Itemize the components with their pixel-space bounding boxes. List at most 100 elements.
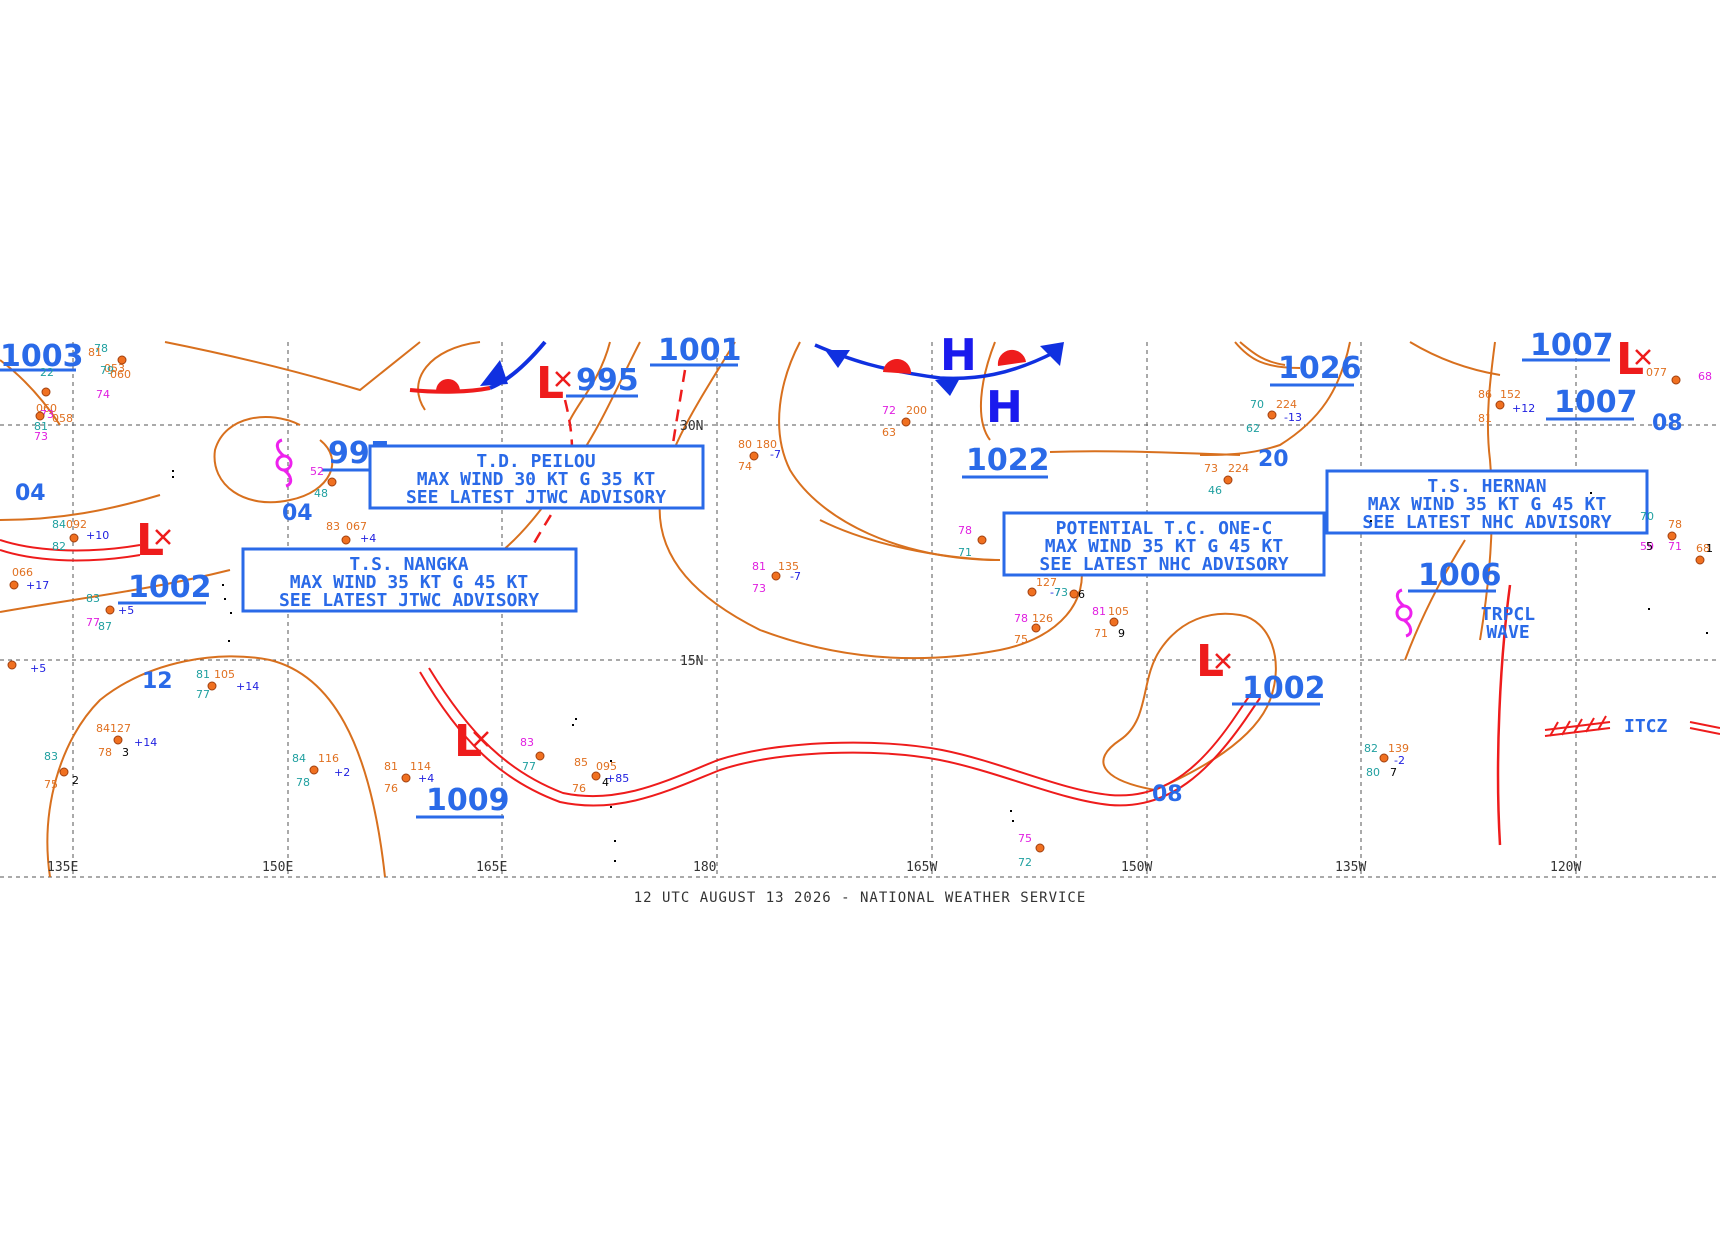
station-value: 81 — [384, 760, 398, 773]
station-marker — [1035, 843, 1045, 853]
station-marker — [1667, 531, 1677, 541]
station-value: 3 — [122, 746, 129, 759]
station-value: 066 — [12, 566, 33, 579]
station-value: 52 — [310, 465, 324, 478]
svg-text:WAVE: WAVE — [1486, 622, 1529, 643]
station-marker — [1223, 475, 1233, 485]
station-value: 83 — [520, 736, 534, 749]
pressure-label: 1002 — [128, 570, 212, 605]
lon-label: 135E — [47, 860, 78, 875]
tropical-cyclone-hernan-icon — [1395, 588, 1413, 638]
low-pressure-centers: L L L L L — [136, 334, 1651, 767]
station-value: 105 — [214, 668, 235, 681]
station-value: 83 — [44, 750, 58, 763]
advisory-box-nangka: T.S. NANGKA MAX WIND 35 KT G 45 KT SEE L… — [241, 547, 578, 613]
station-value: 74 — [96, 388, 110, 401]
station-value: 095 — [596, 760, 617, 773]
station-marker — [1027, 587, 1037, 597]
advisory-box-peilou: T.D. PEILOU MAX WIND 30 KT G 35 KT SEE L… — [368, 444, 705, 510]
station-value: -7 — [770, 448, 781, 461]
station-value: 59 — [1640, 540, 1654, 553]
station-marker — [901, 417, 911, 427]
station-value: 78 — [296, 776, 310, 789]
station-value: 7 — [1390, 766, 1397, 779]
station-marker — [591, 771, 601, 781]
station-value: 116 — [318, 752, 339, 765]
station-value: 76 — [572, 782, 586, 795]
station-value: 5 — [1646, 540, 1653, 553]
longitude-labels: 135E 150E 165E 180 165W 150W 135W 120W — [47, 860, 1581, 875]
station-value: 74 — [738, 460, 752, 473]
station-value: 152 — [1500, 388, 1521, 401]
station-marker — [113, 735, 123, 745]
pressure-label: 1026 — [1278, 351, 1362, 386]
island-dots — [172, 470, 1708, 862]
station-marker — [117, 355, 127, 365]
pressure-label: 1009 — [426, 783, 510, 818]
low-center-1002-east: L — [1196, 636, 1231, 687]
station-marker — [749, 451, 759, 461]
tropical-cyclone-symbols — [275, 438, 1413, 638]
pressure-label-group: 1003 04 04 1002 12 995 995 1001 1009 102… — [0, 328, 1683, 819]
lon-label: 150W — [1121, 860, 1152, 875]
station-value: 71 — [1094, 627, 1108, 640]
pressure-label: 1006 — [1418, 558, 1502, 593]
station-marker — [535, 751, 545, 761]
station-value: +10 — [86, 529, 109, 542]
pressure-label: 12 — [142, 669, 173, 694]
station-marker — [7, 660, 17, 670]
station-value: 81 — [196, 668, 210, 681]
station-marker — [207, 681, 217, 691]
station-value: 81 — [1092, 605, 1106, 618]
station-value: 70 — [1640, 510, 1654, 523]
itcz-band — [1544, 715, 1720, 737]
map-footer: 12 UTC AUGUST 13 2026 - NATIONAL WEATHER… — [634, 890, 1087, 906]
station-marker — [1695, 555, 1705, 565]
station-value: 75 — [1014, 633, 1028, 646]
station-marker — [1495, 400, 1505, 410]
station-marker — [35, 411, 45, 421]
svg-text:SEE LATEST NHC ADVISORY: SEE LATEST NHC ADVISORY — [1039, 554, 1288, 575]
pressure-label: 04 — [282, 501, 313, 526]
station-value: 6 — [1078, 588, 1085, 601]
station-value: 81 — [1478, 412, 1492, 425]
tropical-wave-label: TRPCL WAVE — [1481, 604, 1535, 643]
svg-text:L: L — [1196, 636, 1224, 687]
station-value: 84 — [96, 722, 110, 735]
station-value: 127 — [1036, 576, 1057, 589]
svg-text:T.D. PEILOU: T.D. PEILOU — [476, 451, 595, 472]
station-value: 84 — [292, 752, 306, 765]
low-center-1009: L — [454, 716, 489, 767]
station-marker — [59, 767, 69, 777]
station-marker — [309, 765, 319, 775]
svg-text:SEE LATEST JTWC ADVISORY: SEE LATEST JTWC ADVISORY — [279, 590, 539, 611]
station-value: 092 — [66, 518, 87, 531]
station-marker — [105, 605, 115, 615]
lon-label: 165W — [906, 860, 937, 875]
svg-text:POTENTIAL T.C. ONE-C: POTENTIAL T.C. ONE-C — [1056, 518, 1273, 539]
station-value: -2 — [1394, 754, 1405, 767]
station-value: 77 — [86, 616, 100, 629]
high-center-symbol: H — [986, 382, 1023, 433]
station-value: +14 — [134, 736, 157, 749]
lon-label: 150E — [262, 860, 293, 875]
station-value: 83 — [86, 592, 100, 605]
pressure-label: 1001 — [658, 333, 742, 368]
pressure-label: 995 — [576, 363, 639, 398]
station-value: -13 — [1284, 411, 1302, 424]
station-marker — [1379, 753, 1389, 763]
station-value: 78 — [1014, 612, 1028, 625]
station-value: 63 — [882, 426, 896, 439]
svg-text:MAX WIND 30 KT G 35 KT: MAX WIND 30 KT G 35 KT — [417, 469, 656, 490]
pressure-label: 20 — [1258, 447, 1289, 472]
station-value: 87 — [98, 620, 112, 633]
station-value: 127 — [110, 722, 131, 735]
svg-text:MAX WIND 35 KT G 45 KT: MAX WIND 35 KT G 45 KT — [1368, 494, 1607, 515]
station-value: 22 — [40, 366, 54, 379]
station-value: 82 — [52, 540, 66, 553]
pressure-label: 1003 — [0, 339, 84, 374]
station-value: 73 — [1054, 586, 1068, 599]
station-value: -7 — [1050, 586, 1061, 599]
